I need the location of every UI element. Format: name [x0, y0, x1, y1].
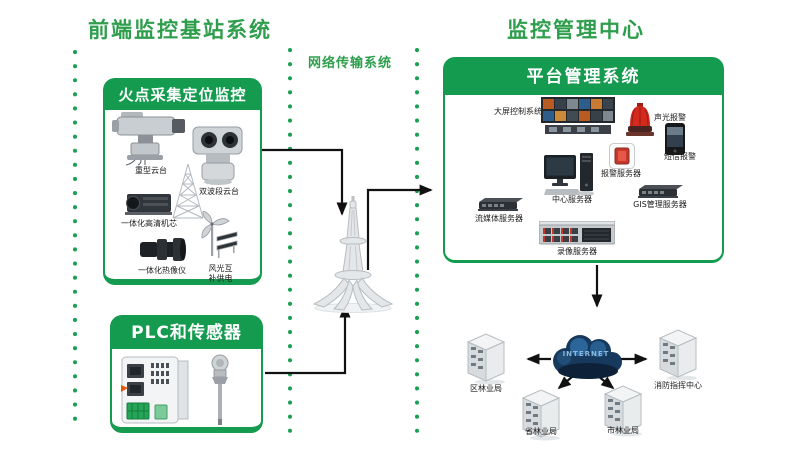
fire-monitoring-box-title: 火点采集定位监控 — [105, 80, 260, 110]
plc-sensor-box: PLC和传感器 — [110, 315, 263, 433]
province-forestry-building-image — [521, 389, 561, 441]
internet-label: INTERNET — [562, 350, 610, 358]
gis-server-image — [638, 185, 683, 198]
platform-management-box: 平台管理系统 大屏控制系统 — [443, 57, 724, 263]
sms-alarm-label: 短信报警 — [664, 152, 696, 161]
sound-light-alarm-label: 声光报警 — [654, 113, 686, 122]
sound-light-beacon-image — [626, 103, 654, 136]
province-forestry-label: 省林业局 — [525, 427, 557, 436]
media-server-label: 流媒体服务器 — [475, 214, 523, 223]
record-server-label: 录像服务器 — [557, 247, 597, 256]
hd-camera-module-label: 一体化高清机芯 — [121, 219, 177, 228]
network-section-title: 网络传输系统 — [308, 56, 393, 71]
alarm-server-label: 报警服务器 — [601, 169, 641, 178]
platform-management-box-title: 平台管理系统 — [445, 59, 722, 95]
alarm-server-image — [609, 143, 635, 169]
hd-camera-module-image — [125, 194, 172, 215]
temperature-sensor-image — [211, 354, 229, 425]
transmission-tower-image — [312, 196, 394, 313]
video-wall-label: 大屏控制系统 — [494, 107, 542, 116]
thermal-imager-label: 一体化热像仪 — [138, 266, 186, 275]
plc-device-image — [121, 356, 189, 424]
fire-command-label: 消防指挥中心 — [654, 381, 702, 390]
wind-solar-power-image — [201, 211, 238, 258]
district-forestry-label: 区林业局 — [470, 384, 502, 393]
center-server-image — [544, 153, 594, 196]
plc-sensor-box-title: PLC和传感器 — [112, 317, 261, 349]
front-end-section-title: 前端监控基站系统 — [88, 18, 272, 42]
center-server-label: 中心服务器 — [552, 195, 592, 204]
gis-server-label: GIS管理服务器 — [633, 200, 687, 209]
city-forestry-label: 市林业局 — [607, 426, 639, 435]
video-wall-image — [541, 97, 615, 134]
internet-cloud-image — [553, 335, 622, 379]
wind-solar-power-label: 风光互补供电 — [208, 264, 233, 283]
dual-band-ptz-label: 双波段云台 — [199, 187, 239, 196]
thermal-imager-image — [140, 238, 186, 261]
record-server-image — [539, 221, 615, 245]
lattice-tower-image — [172, 163, 204, 219]
heavy-ptz-label: 重型云台 — [135, 166, 167, 175]
fire-monitoring-box: 火点采集定位监控 — [103, 78, 262, 285]
center-section-title: 监控管理中心 — [507, 18, 645, 42]
dual-band-ptz-camera-image — [192, 126, 243, 185]
city-forestry-building-image — [603, 385, 643, 437]
fire-command-building-image — [658, 329, 698, 381]
arrow-plc-to-tower — [265, 304, 351, 375]
sms-phone-image — [665, 123, 685, 155]
media-server-image — [478, 198, 523, 211]
district-forestry-building-image — [466, 333, 506, 385]
heavy-ptz-camera-image — [112, 112, 185, 166]
